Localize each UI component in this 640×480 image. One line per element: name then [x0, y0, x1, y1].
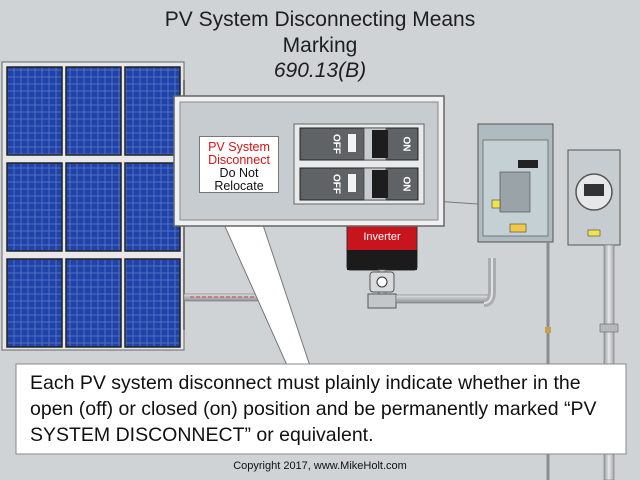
conduit-inverter-output: [367, 258, 496, 309]
label-line-1: PV System: [208, 140, 270, 154]
on-label-top: ON: [400, 137, 411, 152]
title-code-reference: 690.13(B): [273, 59, 367, 82]
callout-text: Each PV system disconnect must plainly i…: [30, 372, 597, 446]
solar-panel: [6, 66, 181, 348]
callout-box: [15, 363, 627, 455]
copyright: Copyright 2017, www.MikeHolt.com: [233, 460, 407, 472]
off-label-top: OFF: [330, 134, 341, 154]
solar-array: [1, 61, 185, 351]
breaker-top: [299, 127, 419, 161]
title-line-2: Marking: [282, 34, 358, 57]
label-line-2: Disconnect: [208, 153, 270, 167]
breaker-bottom: [299, 167, 419, 201]
title-line-1: PV System Disconnecting Means: [164, 8, 476, 31]
pv-disconnect-label: PV System Disconnect Do Not Relocate: [199, 136, 279, 193]
label-line-4: Relocate: [214, 179, 264, 193]
utility-meter: [567, 149, 621, 480]
off-label-bottom: OFF: [330, 174, 341, 194]
inverter-label: Inverter: [363, 231, 401, 243]
ac-panelboard: [477, 123, 554, 480]
label-line-3: Do Not: [219, 166, 259, 180]
on-label-bottom: ON: [400, 177, 411, 192]
inverter: [346, 221, 418, 271]
